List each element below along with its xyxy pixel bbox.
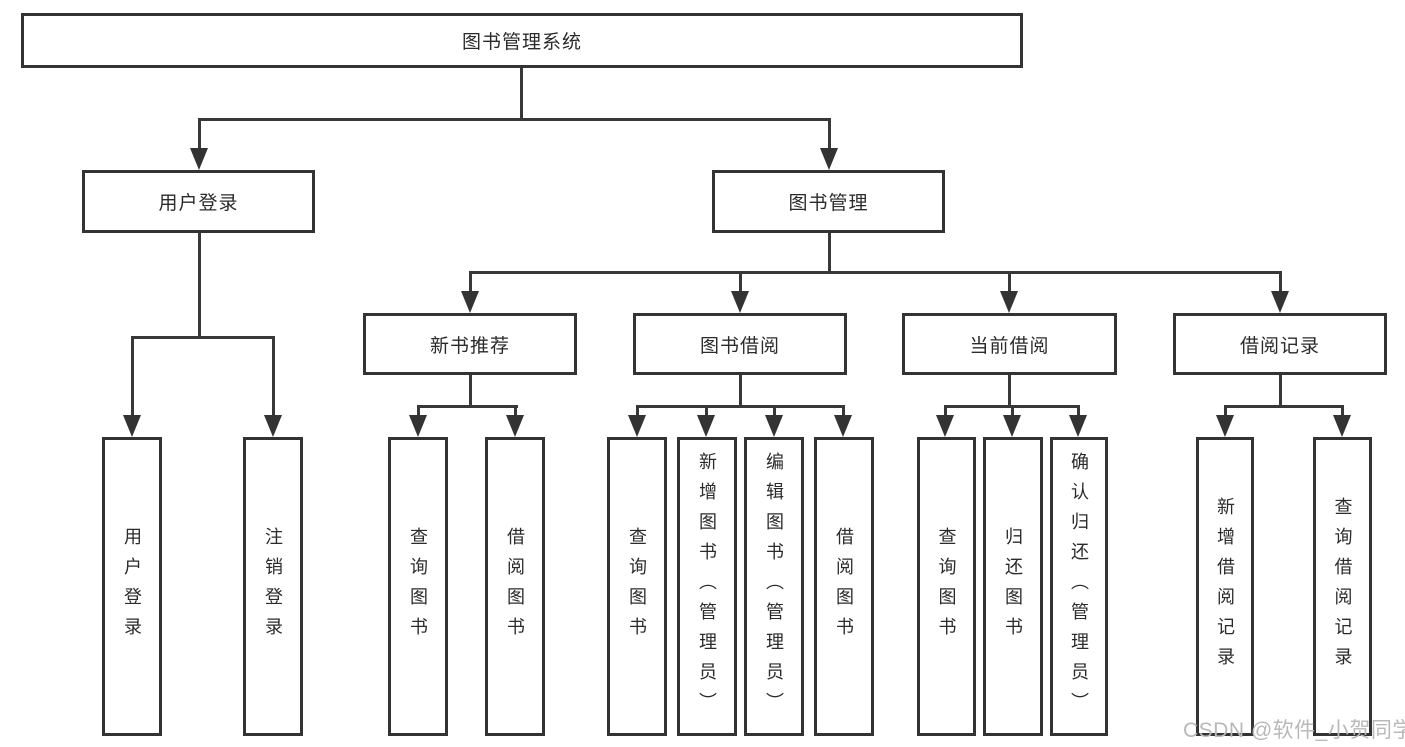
node-current-borrowing-label: 当前借阅 [969,335,1050,357]
node-query-books-recommend: 查询图书 [388,437,448,736]
connector-drop-add-book [705,405,708,419]
arrow-down-icon [834,415,852,437]
connector-drop-add-record [1224,405,1227,419]
node-new-book-recommend: 新书推荐 [363,313,577,375]
connector-borrowing-drop [739,375,742,408]
leaf-label: 借阅图书 [505,526,525,647]
arrow-down-icon [1003,415,1021,437]
arrow-down-icon [628,415,646,437]
connector-recommend-rail [417,405,518,408]
connector-drop-current [1008,271,1011,295]
connector-borrowing-rail [636,405,845,408]
leaf-label: 查询图书 [936,526,957,647]
leaf-label: 借阅图书 [834,526,854,647]
connector-drop-recommend [469,271,472,295]
connector-records-rail [1224,405,1343,408]
connector-current-drop [1008,374,1011,408]
connector-recommend-drop [469,375,472,408]
connector-drop-edit-book [773,405,776,419]
node-user-login: 用户登录 [82,170,315,233]
node-add-book-admin: 新增图书（管理员） [677,437,737,736]
connector-drop-confirm [1077,405,1080,419]
arrow-down-icon [461,291,479,313]
node-borrow-books-borrowing: 借阅图书 [814,437,874,736]
node-book-borrowing-label: 图书借阅 [699,335,780,357]
node-borrowing-records: 借阅记录 [1173,313,1387,375]
arrow-down-icon [697,415,715,437]
leaf-label: 归还图书 [1003,526,1023,647]
arrow-down-icon [123,415,141,437]
connector-drop-borrowing [739,271,742,295]
connector-drop-query-record [1341,405,1344,419]
arrow-down-icon [765,415,783,437]
connector-drop-user-login [198,118,201,150]
node-borrow-books-recommend: 借阅图书 [485,437,545,736]
connector-drop-logout-leaf [272,336,275,418]
leaf-label: 用户登录 [122,526,142,647]
node-root: 图书管理系统 [21,13,1023,68]
node-query-borrow-record: 查询借阅记录 [1313,437,1372,736]
connector-book-mgmt-drop [828,233,831,274]
connector-user-login-rail [131,336,275,339]
node-add-borrow-record: 新增借阅记录 [1196,437,1254,736]
leaf-label: 确认归还（管理员） [1069,451,1089,722]
connector-drop-return [1011,405,1014,419]
node-user-login-label: 用户登录 [158,193,239,214]
arrow-down-icon [506,415,524,437]
arrow-down-icon [1069,415,1087,437]
connector-drop-query-3 [944,405,947,419]
arrow-down-icon [1000,291,1018,313]
arrow-down-icon [936,415,954,437]
connector-root-drop [520,65,523,121]
leaf-label: 新增图书（管理员） [697,451,717,722]
leaf-label: 新增借阅记录 [1215,496,1235,677]
connector-records-drop [1279,374,1282,408]
connector-drop-borrow-2 [842,405,845,419]
connector-level3-rail [469,271,1282,274]
arrow-down-icon [731,291,749,313]
connector-drop-book-mgmt [828,118,831,150]
leaf-label: 查询借阅记录 [1332,496,1353,677]
connector-drop-query-1 [417,405,420,419]
leaf-label: 编辑图书（管理员） [764,451,784,722]
connector-drop-records [1279,271,1282,295]
connector-drop-query-2 [636,405,639,419]
arrow-down-icon [1333,415,1351,437]
node-root-label: 图书管理系统 [461,32,582,53]
leaf-label: 查询图书 [627,526,647,647]
node-borrowing-records-label: 借阅记录 [1239,335,1320,357]
node-new-book-recommend-label: 新书推荐 [429,335,510,357]
node-query-books-borrowing: 查询图书 [607,437,667,736]
node-book-management-label: 图书管理 [788,193,869,214]
leaf-label: 查询图书 [408,526,428,647]
node-edit-book-admin: 编辑图书（管理员） [744,437,804,736]
arrow-down-icon [409,415,427,437]
arrow-down-icon [820,148,838,170]
node-user-login-leaf: 用户登录 [102,437,162,736]
node-query-books-current: 查询图书 [917,437,976,736]
connector-drop-borrow-1 [514,405,517,419]
node-book-borrowing: 图书借阅 [633,313,847,375]
watermark: CSDN @软件_小贺同学 [1183,719,1405,742]
node-return-book: 归还图书 [983,437,1043,736]
arrow-down-icon [264,415,282,437]
connector-user-login-drop [198,232,201,336]
arrow-down-icon [1216,415,1234,437]
arrow-down-icon [1271,291,1289,313]
connector-level2-rail [198,118,830,121]
node-logout-leaf: 注销登录 [243,437,303,736]
node-book-management: 图书管理 [712,170,945,233]
arrow-down-icon [190,148,208,170]
node-confirm-return-admin: 确认归还（管理员） [1050,437,1108,736]
connector-drop-user-login-leaf [131,336,134,418]
node-current-borrowing: 当前借阅 [902,313,1117,375]
leaf-label: 注销登录 [263,526,283,647]
